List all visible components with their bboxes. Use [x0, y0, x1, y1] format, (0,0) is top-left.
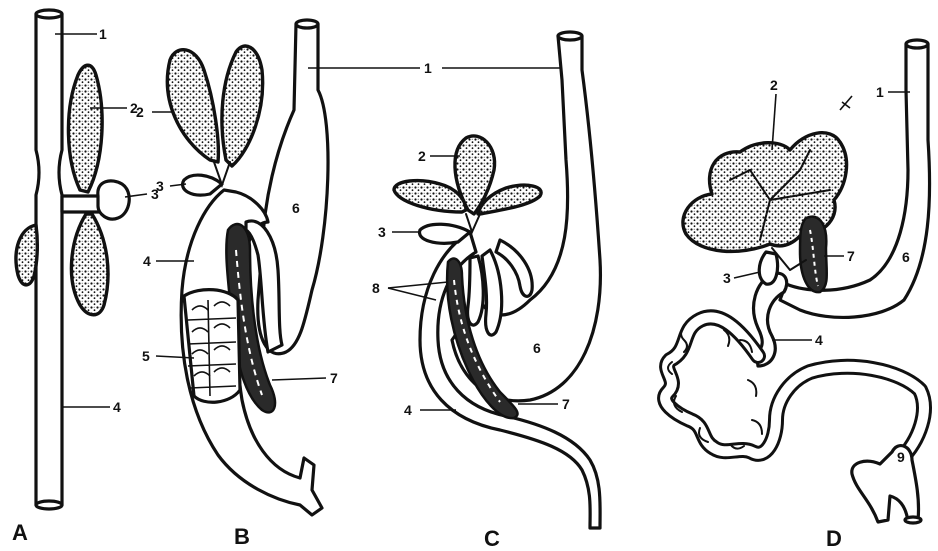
panel-d-label-7: 7 [847, 248, 855, 264]
panel-d-label-9: 9 [897, 449, 905, 465]
panel-d: 1 2 7 3 6 4 9 D [665, 40, 929, 551]
panel-a-gallbladder [98, 181, 129, 219]
panel-a-label-1: 1 [99, 26, 107, 42]
panel-b-label-2: 2 [136, 104, 144, 120]
panel-c-label-1: 1 [424, 60, 432, 76]
panel-c-label-2: 2 [418, 148, 426, 164]
panel-c-label-3: 3 [378, 224, 386, 240]
panel-a-gut-tube [36, 14, 62, 505]
panel-b-label-4: 4 [143, 253, 151, 269]
panel-d-label-2: 2 [770, 77, 778, 93]
panel-a-gland-lower [71, 214, 108, 315]
panel-c-gland-left [394, 181, 466, 212]
panel-c-title: C [484, 526, 500, 551]
panel-b-gland-right [222, 46, 263, 166]
panel-d-gallbladder [759, 252, 777, 284]
panel-a-tube-top [36, 10, 62, 18]
panel-d-label-6: 6 [902, 249, 910, 265]
panel-c-label-8: 8 [372, 280, 380, 296]
panel-b-label-7: 7 [330, 370, 338, 386]
panel-d-stomach-top [906, 40, 928, 48]
panel-a: 1 2 3 4 A [12, 10, 159, 545]
panel-c-caecum-1 [468, 256, 484, 325]
panel-b-label-5: 5 [142, 348, 150, 364]
panel-c-label-6: 6 [533, 340, 541, 356]
panel-c-label-4: 4 [404, 402, 412, 418]
panel-b-gland-left [167, 50, 218, 162]
panel-d-label-4: 4 [815, 332, 823, 348]
panel-a-gland-upper [68, 65, 102, 192]
panel-c-caecum-2 [482, 250, 502, 335]
panel-d-title: D [826, 526, 842, 551]
panel-b-gallbladder [183, 175, 222, 195]
panel-a-label-4: 4 [113, 399, 121, 415]
panel-b-stomach-top [296, 20, 318, 28]
panel-c: 1 2 3 6 8 4 7 C [372, 32, 600, 551]
panel-d-rectum [852, 446, 919, 522]
panel-b-title: B [234, 524, 250, 549]
panel-d-rectum-end [905, 517, 921, 523]
panel-b-label-6: 6 [292, 200, 300, 216]
panel-b-label-3: 3 [156, 178, 164, 194]
panel-b-cell-block [184, 290, 240, 403]
panel-d-label-1: 1 [876, 84, 884, 100]
panel-c-stomach-top [558, 32, 582, 40]
panel-a-gland-left [16, 225, 37, 285]
panel-d-label-3: 3 [723, 270, 731, 286]
panel-c-label-7: 7 [562, 396, 570, 412]
panel-a-tube-bottom [36, 501, 62, 509]
panel-a-title: A [12, 520, 28, 545]
